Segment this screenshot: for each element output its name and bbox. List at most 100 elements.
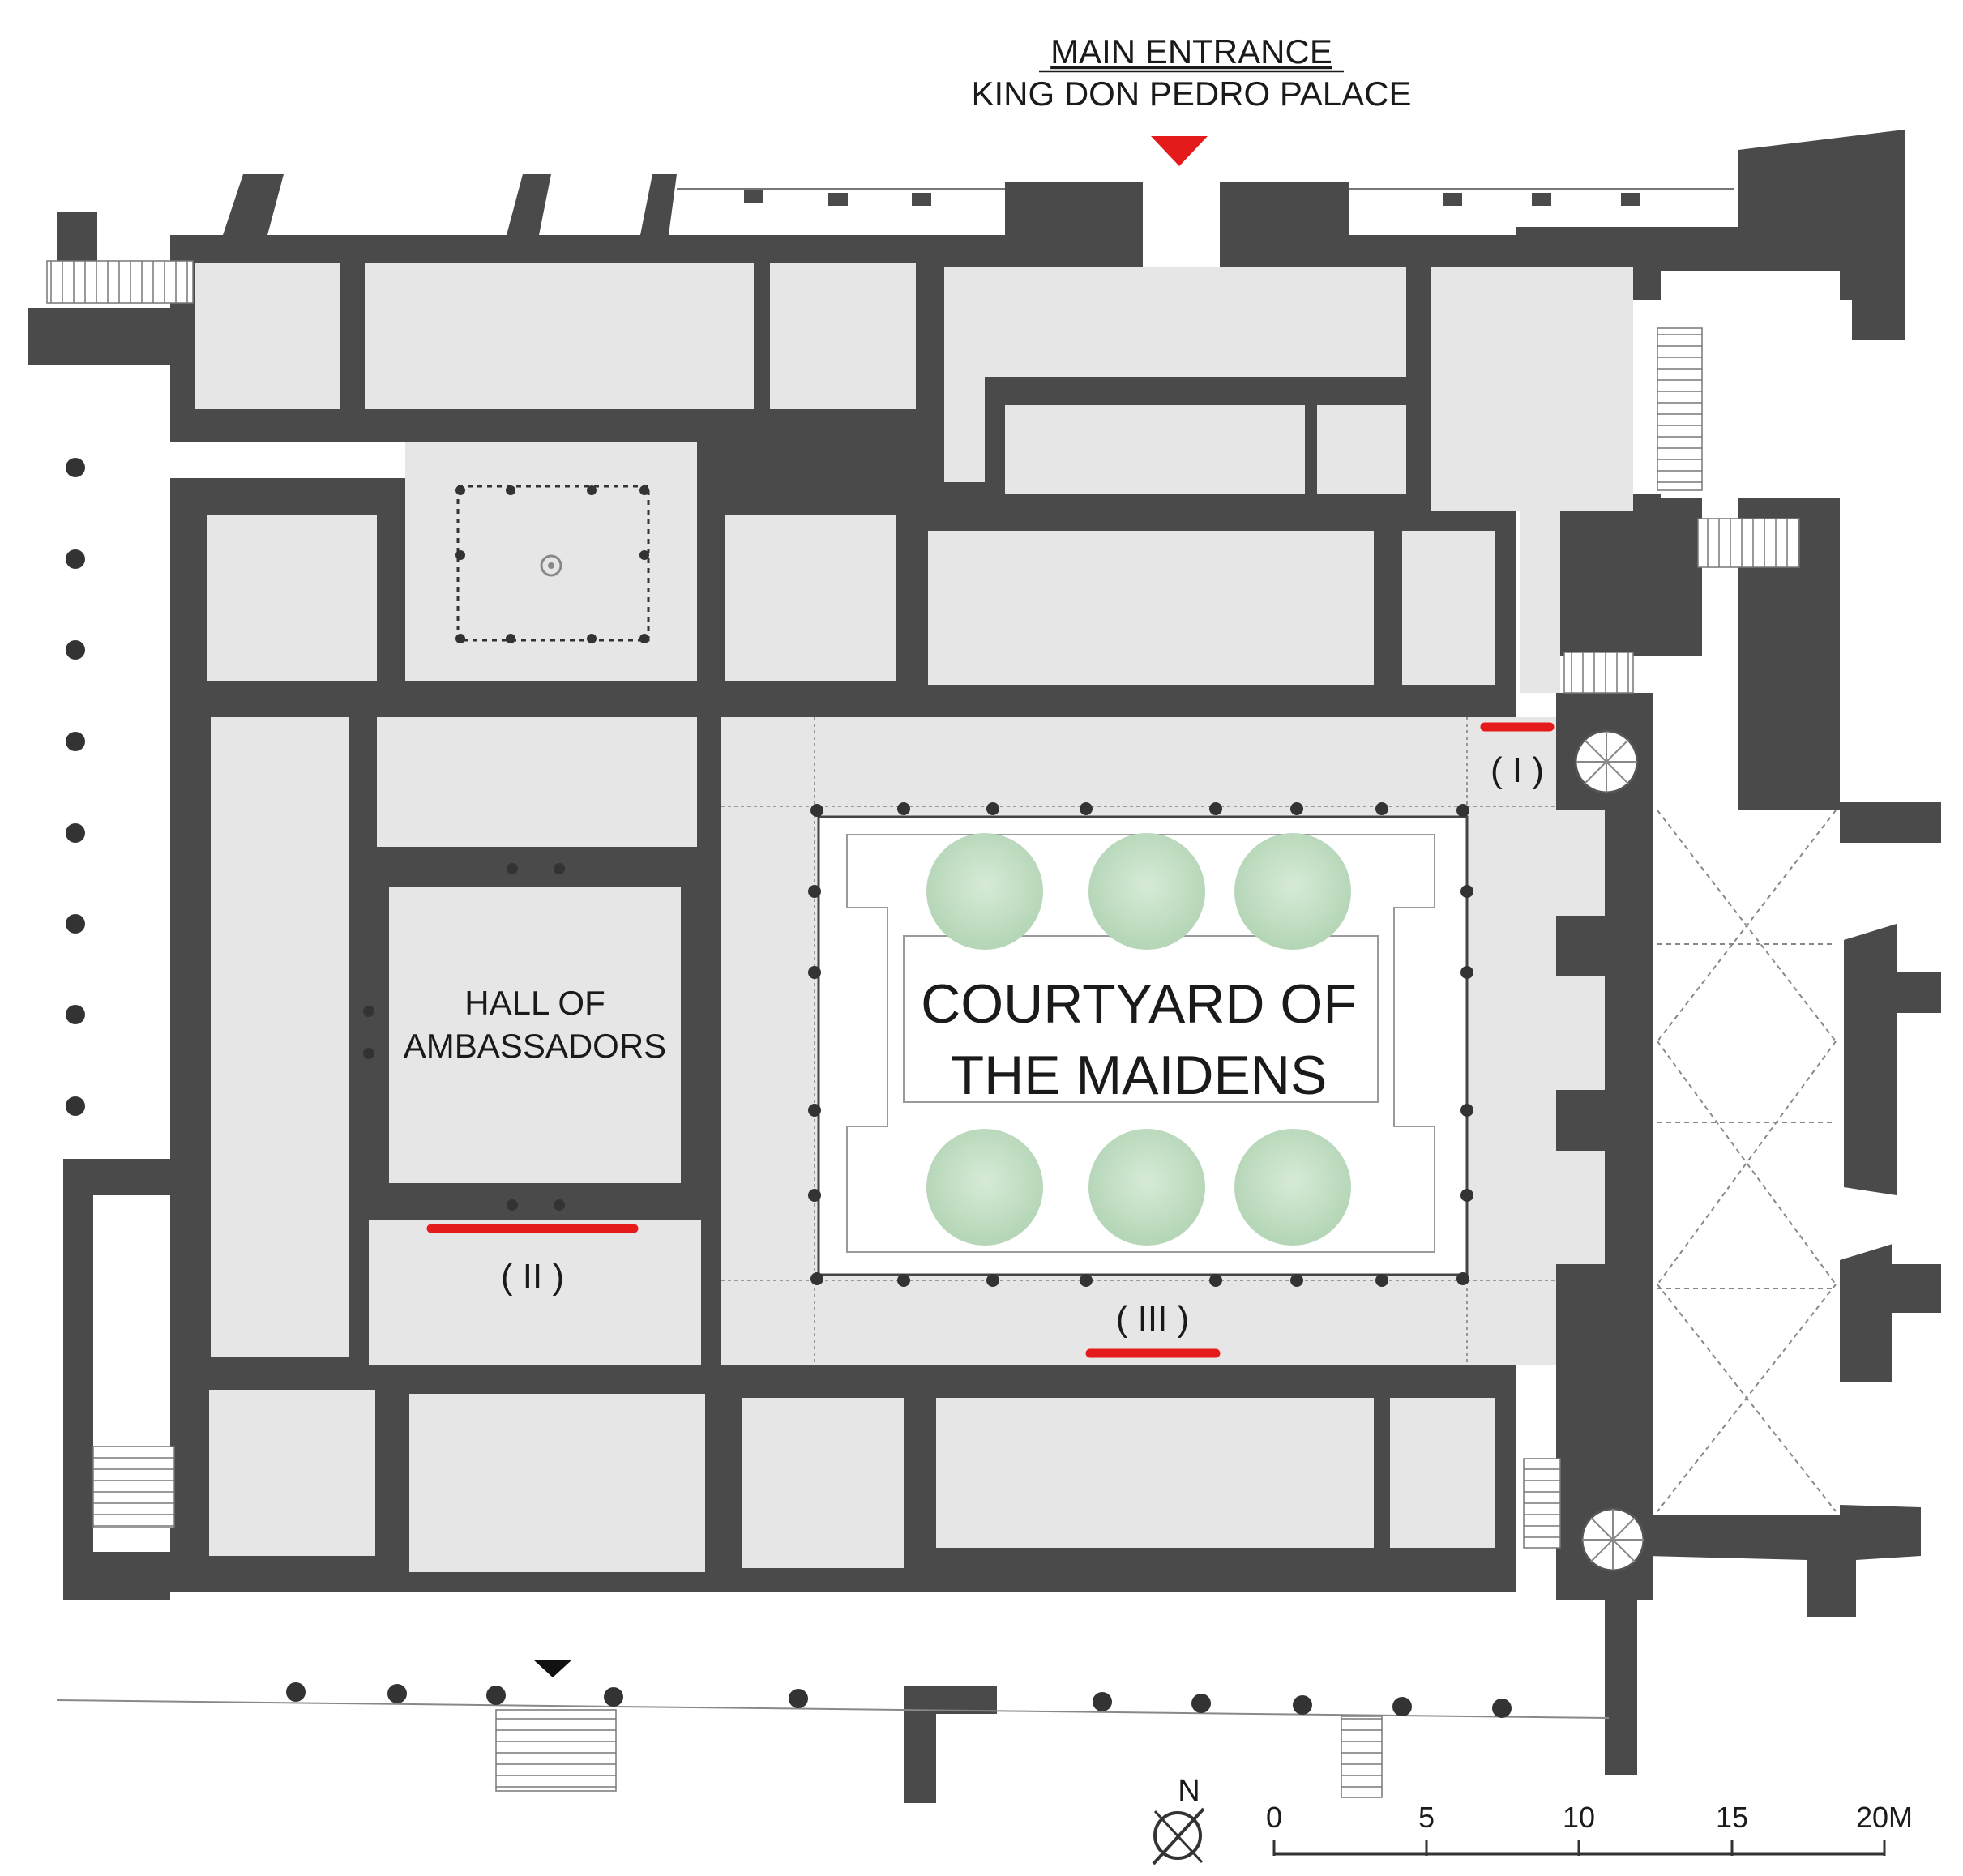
facade-pier xyxy=(1532,193,1551,206)
main-entrance-label: MAIN ENTRANCE xyxy=(1050,32,1332,71)
patio-columns xyxy=(455,485,649,643)
wall-far-east-2 xyxy=(1897,972,1941,1013)
trees xyxy=(926,833,1351,1246)
wall-northwest-return xyxy=(28,308,170,365)
facade-pier xyxy=(828,193,848,206)
courtyard-label-line1: COURTYARD OF xyxy=(921,973,1357,1035)
courtyard-columns xyxy=(808,802,1473,1287)
room xyxy=(1556,810,1605,916)
main-entrance-passage xyxy=(1143,203,1220,267)
east-stair xyxy=(1657,327,1703,491)
spiral-stairs xyxy=(1574,729,1645,1572)
east-stair xyxy=(1563,652,1634,694)
marker-label-3: ( III ) xyxy=(1116,1299,1189,1339)
room xyxy=(770,263,916,409)
tree-icon xyxy=(1234,833,1351,950)
wall-facade-north-right xyxy=(1220,182,1349,263)
courtyard-label-line2: THE MAIDENS xyxy=(951,1045,1328,1106)
northwest-stair xyxy=(46,260,194,304)
patio-fountain xyxy=(540,554,562,577)
room xyxy=(1402,531,1495,685)
vaulted-hall-floor xyxy=(1653,810,1840,1515)
room xyxy=(377,717,697,847)
scale-tick-10: 10 xyxy=(1563,1801,1595,1834)
room xyxy=(936,1398,1374,1548)
hall-label-line1: HALL OF xyxy=(464,984,605,1022)
vault-ribs xyxy=(1657,810,1837,1512)
triangle-down-icon xyxy=(533,1660,572,1677)
hall-of-ambassadors xyxy=(389,887,681,1183)
facade-pier xyxy=(1621,193,1640,206)
north-label: N xyxy=(1178,1774,1200,1808)
scale-tick-0: 0 xyxy=(1266,1801,1282,1834)
room xyxy=(1431,267,1633,511)
north-facade xyxy=(46,188,1734,304)
tree-icon xyxy=(1088,833,1205,950)
room xyxy=(944,377,985,482)
wall-east-column-low xyxy=(1605,1600,1637,1775)
east-stair xyxy=(1697,518,1800,568)
room xyxy=(1556,976,1605,1090)
south-ground-line xyxy=(56,1699,1610,1719)
room xyxy=(207,515,377,681)
wall-far-east-3 xyxy=(1840,1244,1892,1382)
wall-east-cap xyxy=(1840,802,1941,843)
facade-pier xyxy=(1443,193,1462,206)
wall-buttress-3 xyxy=(640,174,677,235)
tree-icon xyxy=(926,1129,1043,1246)
entrance-arrow-icon xyxy=(1151,136,1208,166)
wall-far-east-4 xyxy=(1892,1264,1941,1313)
room xyxy=(365,263,754,409)
tree-icon xyxy=(1088,1129,1205,1246)
room xyxy=(1390,1398,1495,1548)
marker-label-2: ( II ) xyxy=(501,1257,564,1297)
east-vaulted-hall xyxy=(1653,810,1840,1515)
scale-tick-20: 20M xyxy=(1856,1801,1913,1834)
courtyard-pool xyxy=(903,935,1379,1103)
palace-label: KING DON PEDRO PALACE xyxy=(971,75,1411,113)
room xyxy=(944,267,1406,377)
room xyxy=(725,515,896,681)
room xyxy=(1520,506,1560,693)
wall-south-pier-down xyxy=(904,1714,936,1803)
south-stair xyxy=(495,1709,617,1792)
tree-icon xyxy=(1234,1129,1351,1246)
room xyxy=(409,1394,705,1572)
room xyxy=(369,1220,701,1365)
room xyxy=(742,1398,904,1568)
wall-northwest-stub xyxy=(57,212,97,261)
north-arrow-icon: N xyxy=(1152,1774,1205,1865)
west-open-corridor xyxy=(97,365,170,1159)
wall-buttress-2 xyxy=(507,174,551,235)
room xyxy=(928,531,1374,685)
scale-bar: 0 5 10 15 20M xyxy=(1266,1801,1913,1856)
room xyxy=(1556,1151,1605,1264)
wall-east-top-block xyxy=(1556,494,1702,656)
west-lower-stair xyxy=(92,1446,175,1528)
east-stair xyxy=(1523,1458,1561,1549)
facade-pier xyxy=(912,193,931,206)
courtyard-parterre xyxy=(846,834,1435,1253)
corridor xyxy=(170,442,405,478)
room xyxy=(209,1390,375,1556)
wall-buttress-1 xyxy=(223,174,284,235)
wall-facade-north-left xyxy=(1005,182,1143,263)
south-colonnade xyxy=(56,1660,1610,1798)
room xyxy=(1317,405,1406,494)
wall-southeast xyxy=(1645,1499,1921,1617)
room xyxy=(211,717,349,1357)
west-colonnade xyxy=(66,458,85,1116)
scale-tick-5: 5 xyxy=(1418,1801,1435,1834)
entrance-label: MAIN ENTRANCE KING DON PEDRO PALACE xyxy=(971,32,1412,166)
wall-south-pier xyxy=(904,1686,997,1714)
south-stair-small xyxy=(1341,1716,1383,1798)
facade-pier xyxy=(744,190,763,203)
room xyxy=(1005,405,1305,494)
room xyxy=(195,263,340,409)
scale-tick-15: 15 xyxy=(1716,1801,1748,1834)
patio-fountain-core xyxy=(548,562,554,569)
tree-icon xyxy=(926,833,1043,950)
wall-far-east-1 xyxy=(1844,924,1897,1195)
hall-label-line2: AMBASSADORS xyxy=(404,1027,666,1065)
